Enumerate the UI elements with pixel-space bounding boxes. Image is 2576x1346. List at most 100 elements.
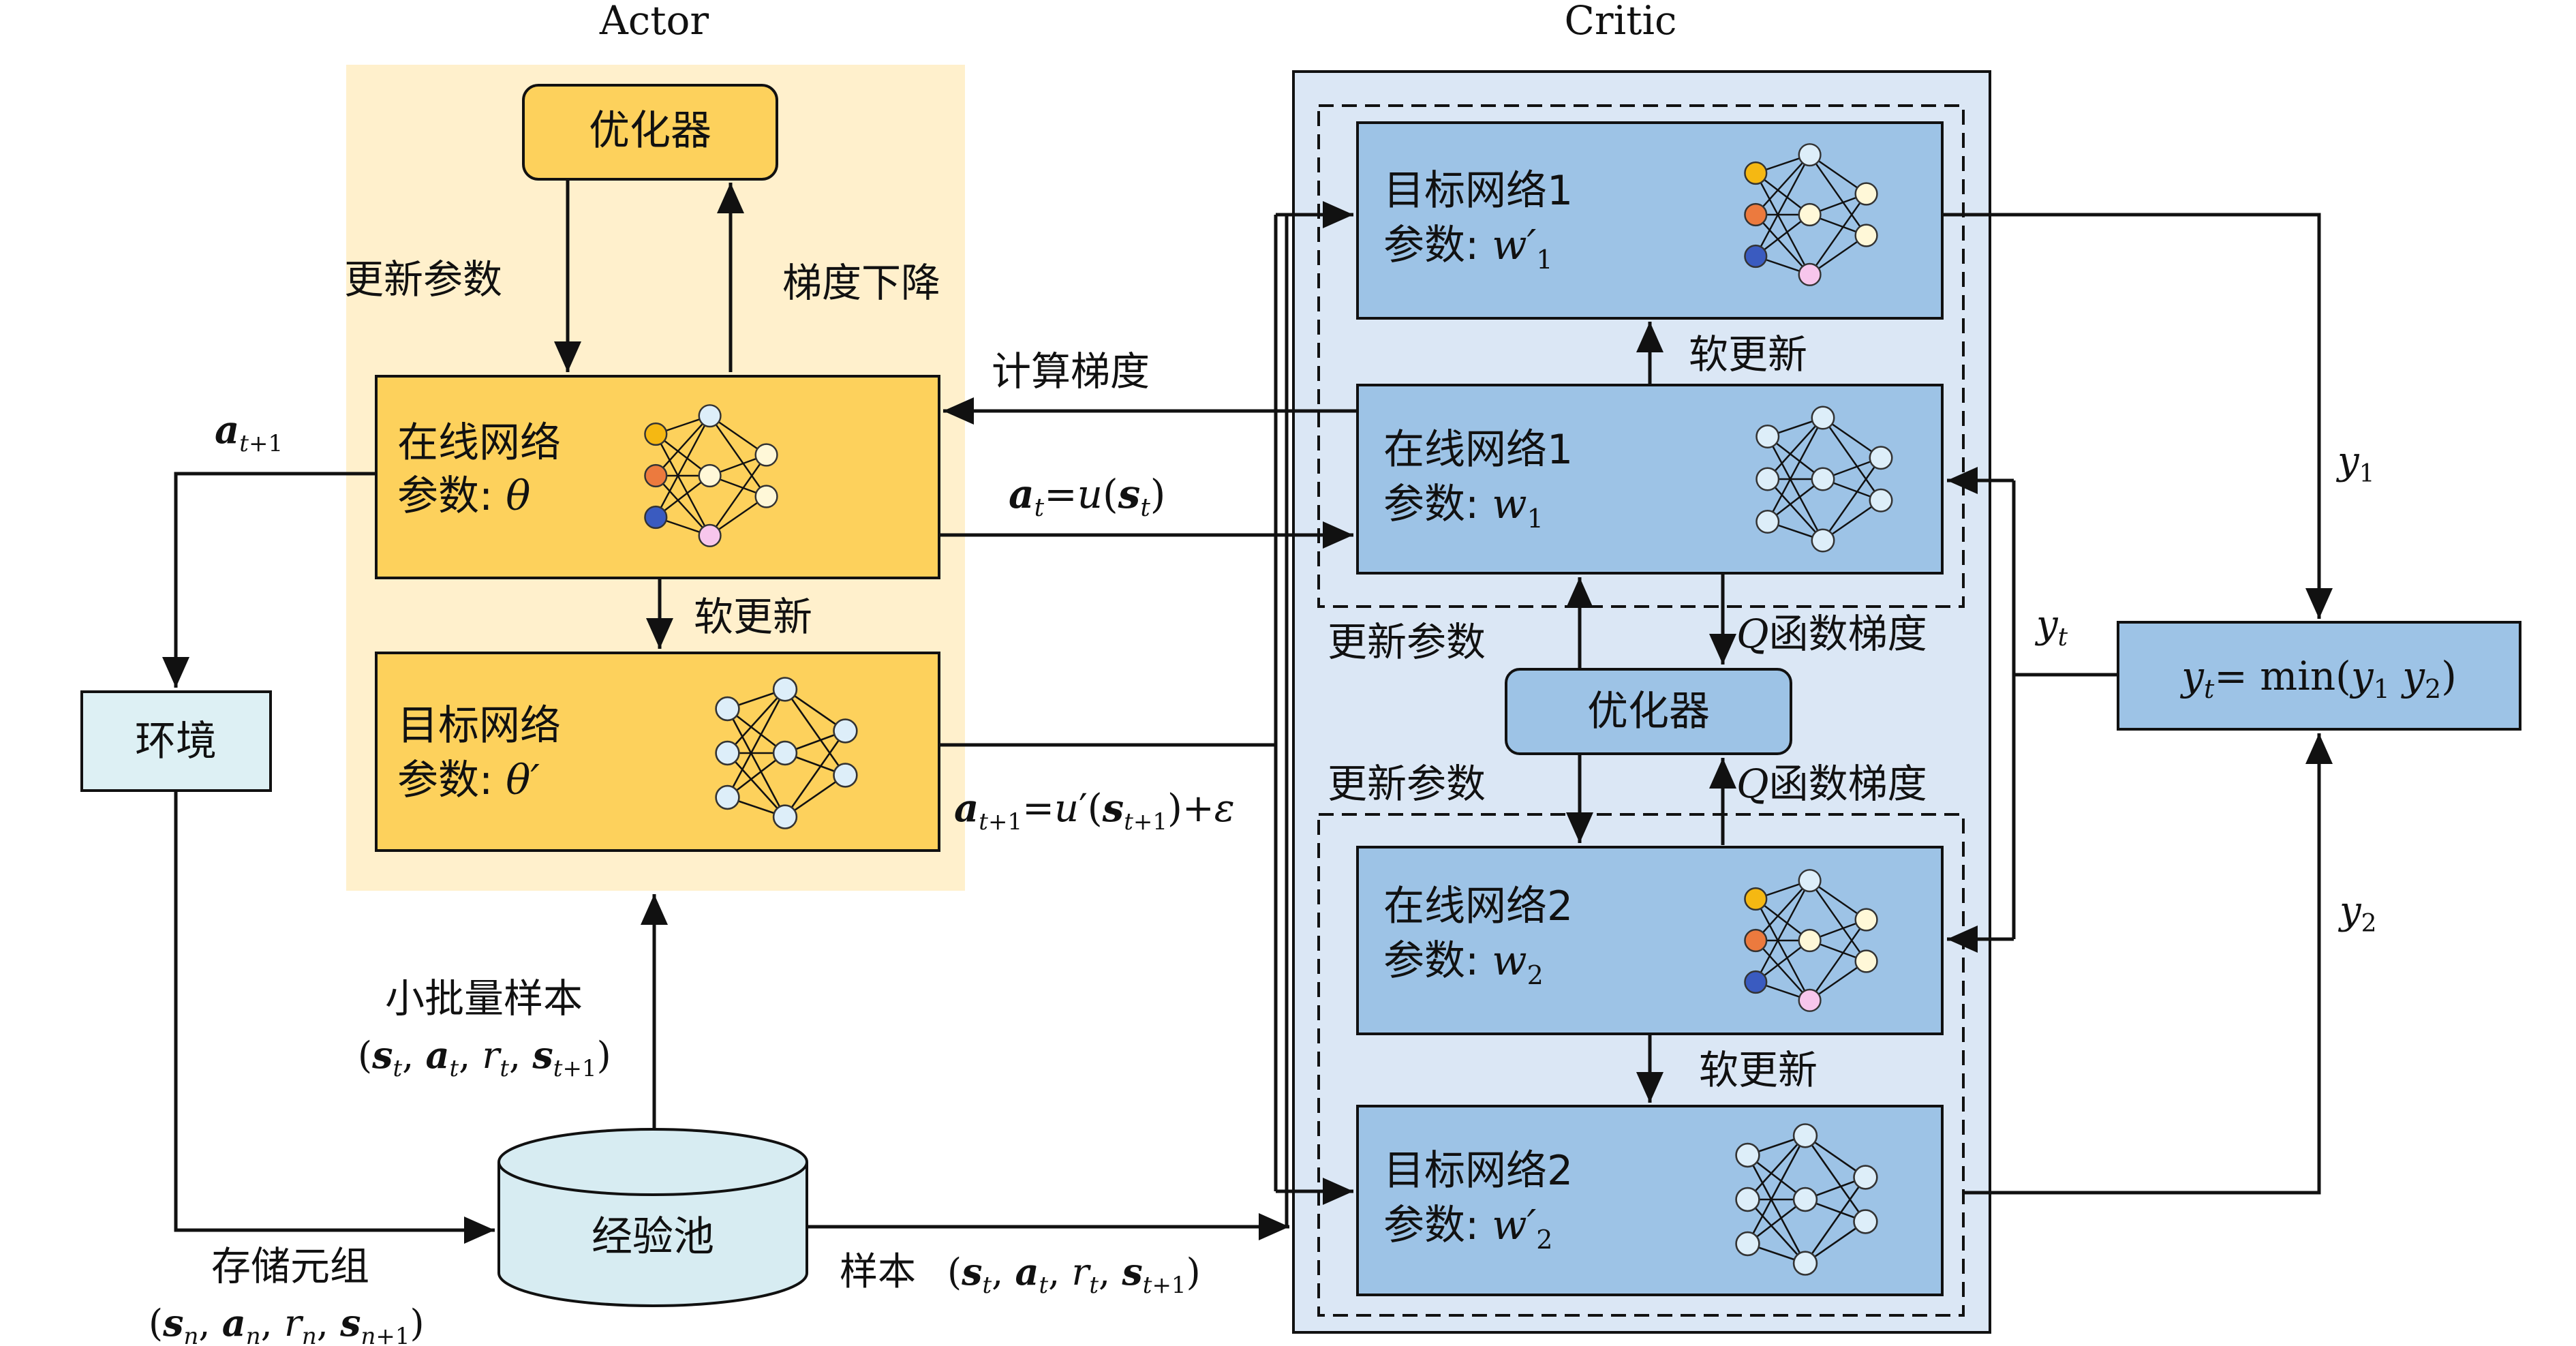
nn-output-node [1854,224,1878,247]
nn-edge [1809,919,1867,1001]
replay-buffer[interactable] [497,1128,808,1307]
critic-online-network1-box[interactable] [1356,384,1944,575]
critic-online-network2-icon [1744,869,1878,1012]
critic-qgrad-bottom-label: Q函数梯度 [1736,761,1927,807]
nn-input-node [1755,467,1780,491]
nn-edge [1747,1135,1807,1244]
nn-edge [1809,880,1867,962]
mini-batch-formula: (st, at, rt, st+1) [358,1033,611,1082]
nn-edge [1766,478,1824,541]
nn-edge [1755,154,1811,215]
nn-hidden-node [698,523,722,547]
nn-input-node [715,696,740,722]
actor-target-network-icon [715,677,858,829]
y2-label: y2 [2337,889,2377,938]
nn-output-node [1854,949,1878,973]
actor-soft-update-label: 软更新 [694,594,812,640]
critic-group2-dashed [1317,813,1965,1317]
critic-target-network2-title: 目标网络2 [1383,1147,1573,1195]
actor-target-network-box[interactable] [375,652,940,852]
nn-edge [726,708,786,818]
yt-label: yt [2034,602,2068,652]
critic-update-params-bottom-label: 更新参数 [1328,761,1486,807]
nn-input-node [1744,244,1768,269]
nn-output-node [833,763,858,788]
actor-online-network-title: 在线网络 [397,419,561,467]
nn-input-node [1735,1231,1760,1257]
nn-input-node [1744,887,1768,911]
actor-grad-descent-label: 梯度下降 [782,260,940,306]
nn-edge [1766,417,1824,480]
actor-title: Actor [599,0,709,44]
nn-edge [1822,457,1882,541]
nn-input-node [715,784,740,810]
actor-optimizer-box[interactable] [522,84,778,181]
nn-output-node [1869,446,1893,470]
nn-edge [709,454,767,536]
nn-output-node [1854,182,1878,206]
nn-hidden-node [1811,406,1835,430]
nn-edge [655,433,711,536]
y1-label: y1 [2335,439,2375,488]
store-tuple-formula: (sn, an, rn, sn+1) [149,1301,425,1346]
critic-optimizer-box[interactable] [1505,668,1792,755]
nn-edge [726,688,786,754]
critic-online-network2-params: 参数: w2 [1383,937,1544,990]
nn-output-node [754,485,778,508]
critic-online-network2-box[interactable] [1356,846,1944,1035]
nn-edge [1804,1176,1867,1264]
critic-group1-dashed [1317,104,1965,608]
critic-soft-update2-label: 软更新 [1699,1047,1818,1093]
action-formula: at=u(st) [1009,471,1165,522]
actor-online-network-icon [644,404,778,547]
critic-target-network1-box[interactable] [1356,121,1944,320]
nn-input-node [644,463,668,488]
next-action-to-env-arrow [162,472,376,688]
nn-output-node [1869,488,1893,513]
nn-input-node [715,740,740,766]
nn-hidden-node [1798,988,1822,1012]
actor-update-params-label: 更新参数 [344,256,502,303]
nn-edge [1755,880,1811,941]
nn-edge [726,752,786,818]
nn-hidden-node [772,740,798,766]
critic-update-params-top-label: 更新参数 [1328,619,1486,665]
nn-hidden-node [1798,928,1822,953]
replay-buffer-label: 经验池 [592,1213,714,1261]
critic-optimizer-label: 优化器 [1587,688,1710,735]
nn-input-node [1755,425,1780,448]
store-tuple-arrow [174,791,495,1244]
nn-hidden-node [698,404,722,428]
critic-qgrad-top-label: Q函数梯度 [1736,611,1927,657]
nn-edge [1809,193,1867,275]
nn-edge [1755,880,1811,983]
sample-formula: (st, at, rt, st+1) [947,1250,1201,1299]
nn-edge [1755,898,1811,1001]
actor-online-network-params: 参数: θ [397,472,530,520]
nn-input-node [1755,510,1780,534]
nn-edge [1755,154,1811,257]
next-action-label: at+1 [215,408,283,457]
y1-path [1942,213,2333,619]
nn-hidden-node [1798,869,1822,893]
nn-hidden-node [1811,528,1835,553]
nn-hidden-node [1798,202,1822,227]
nn-input-node [1735,1142,1760,1168]
critic-online-network2-title: 在线网络2 [1383,883,1573,930]
store-tuple-label: 存储元组 [211,1243,369,1289]
compute-grad-label: 计算梯度 [992,348,1150,395]
critic-target-network1-icon [1744,143,1878,286]
nn-output-node [754,443,778,467]
nn-output-node [1853,1209,1878,1234]
critic-target-network2-box[interactable] [1356,1105,1944,1296]
nn-hidden-node [772,804,798,829]
environment-box[interactable] [80,690,272,792]
nn-edge [655,415,711,476]
nn-input-node [1744,928,1768,953]
nn-edge [1755,214,1811,275]
min-box[interactable] [2117,621,2521,731]
nn-output-node [1854,908,1878,932]
actor-target-network-params: 参数: θ′ [397,756,540,804]
nn-edge [1822,417,1882,501]
